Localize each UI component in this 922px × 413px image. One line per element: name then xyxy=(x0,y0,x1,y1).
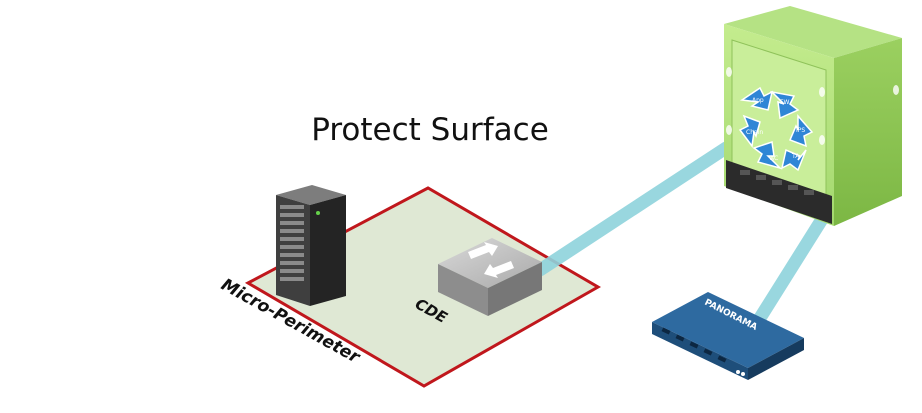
diagram-title: Protect Surface xyxy=(311,112,549,148)
panorama-appliance-icon xyxy=(652,292,804,380)
server-icon xyxy=(276,185,346,306)
switch-icon xyxy=(438,238,542,316)
firewall-arrow-label: IPS xyxy=(796,127,805,134)
firewall-icon xyxy=(724,6,902,226)
firewall-arrow-label: Chain xyxy=(746,129,763,136)
firewall-arrow-labels: App FW Chain IPS AC TA xyxy=(746,97,805,162)
firewall-arrow-label: TA xyxy=(791,153,800,160)
firewall-arrow-label: FW xyxy=(780,99,789,106)
firewall-arrow-label: AC xyxy=(770,155,778,162)
link-cde-to-firewall xyxy=(533,141,733,277)
firewall-arrow-label: App xyxy=(752,97,764,104)
